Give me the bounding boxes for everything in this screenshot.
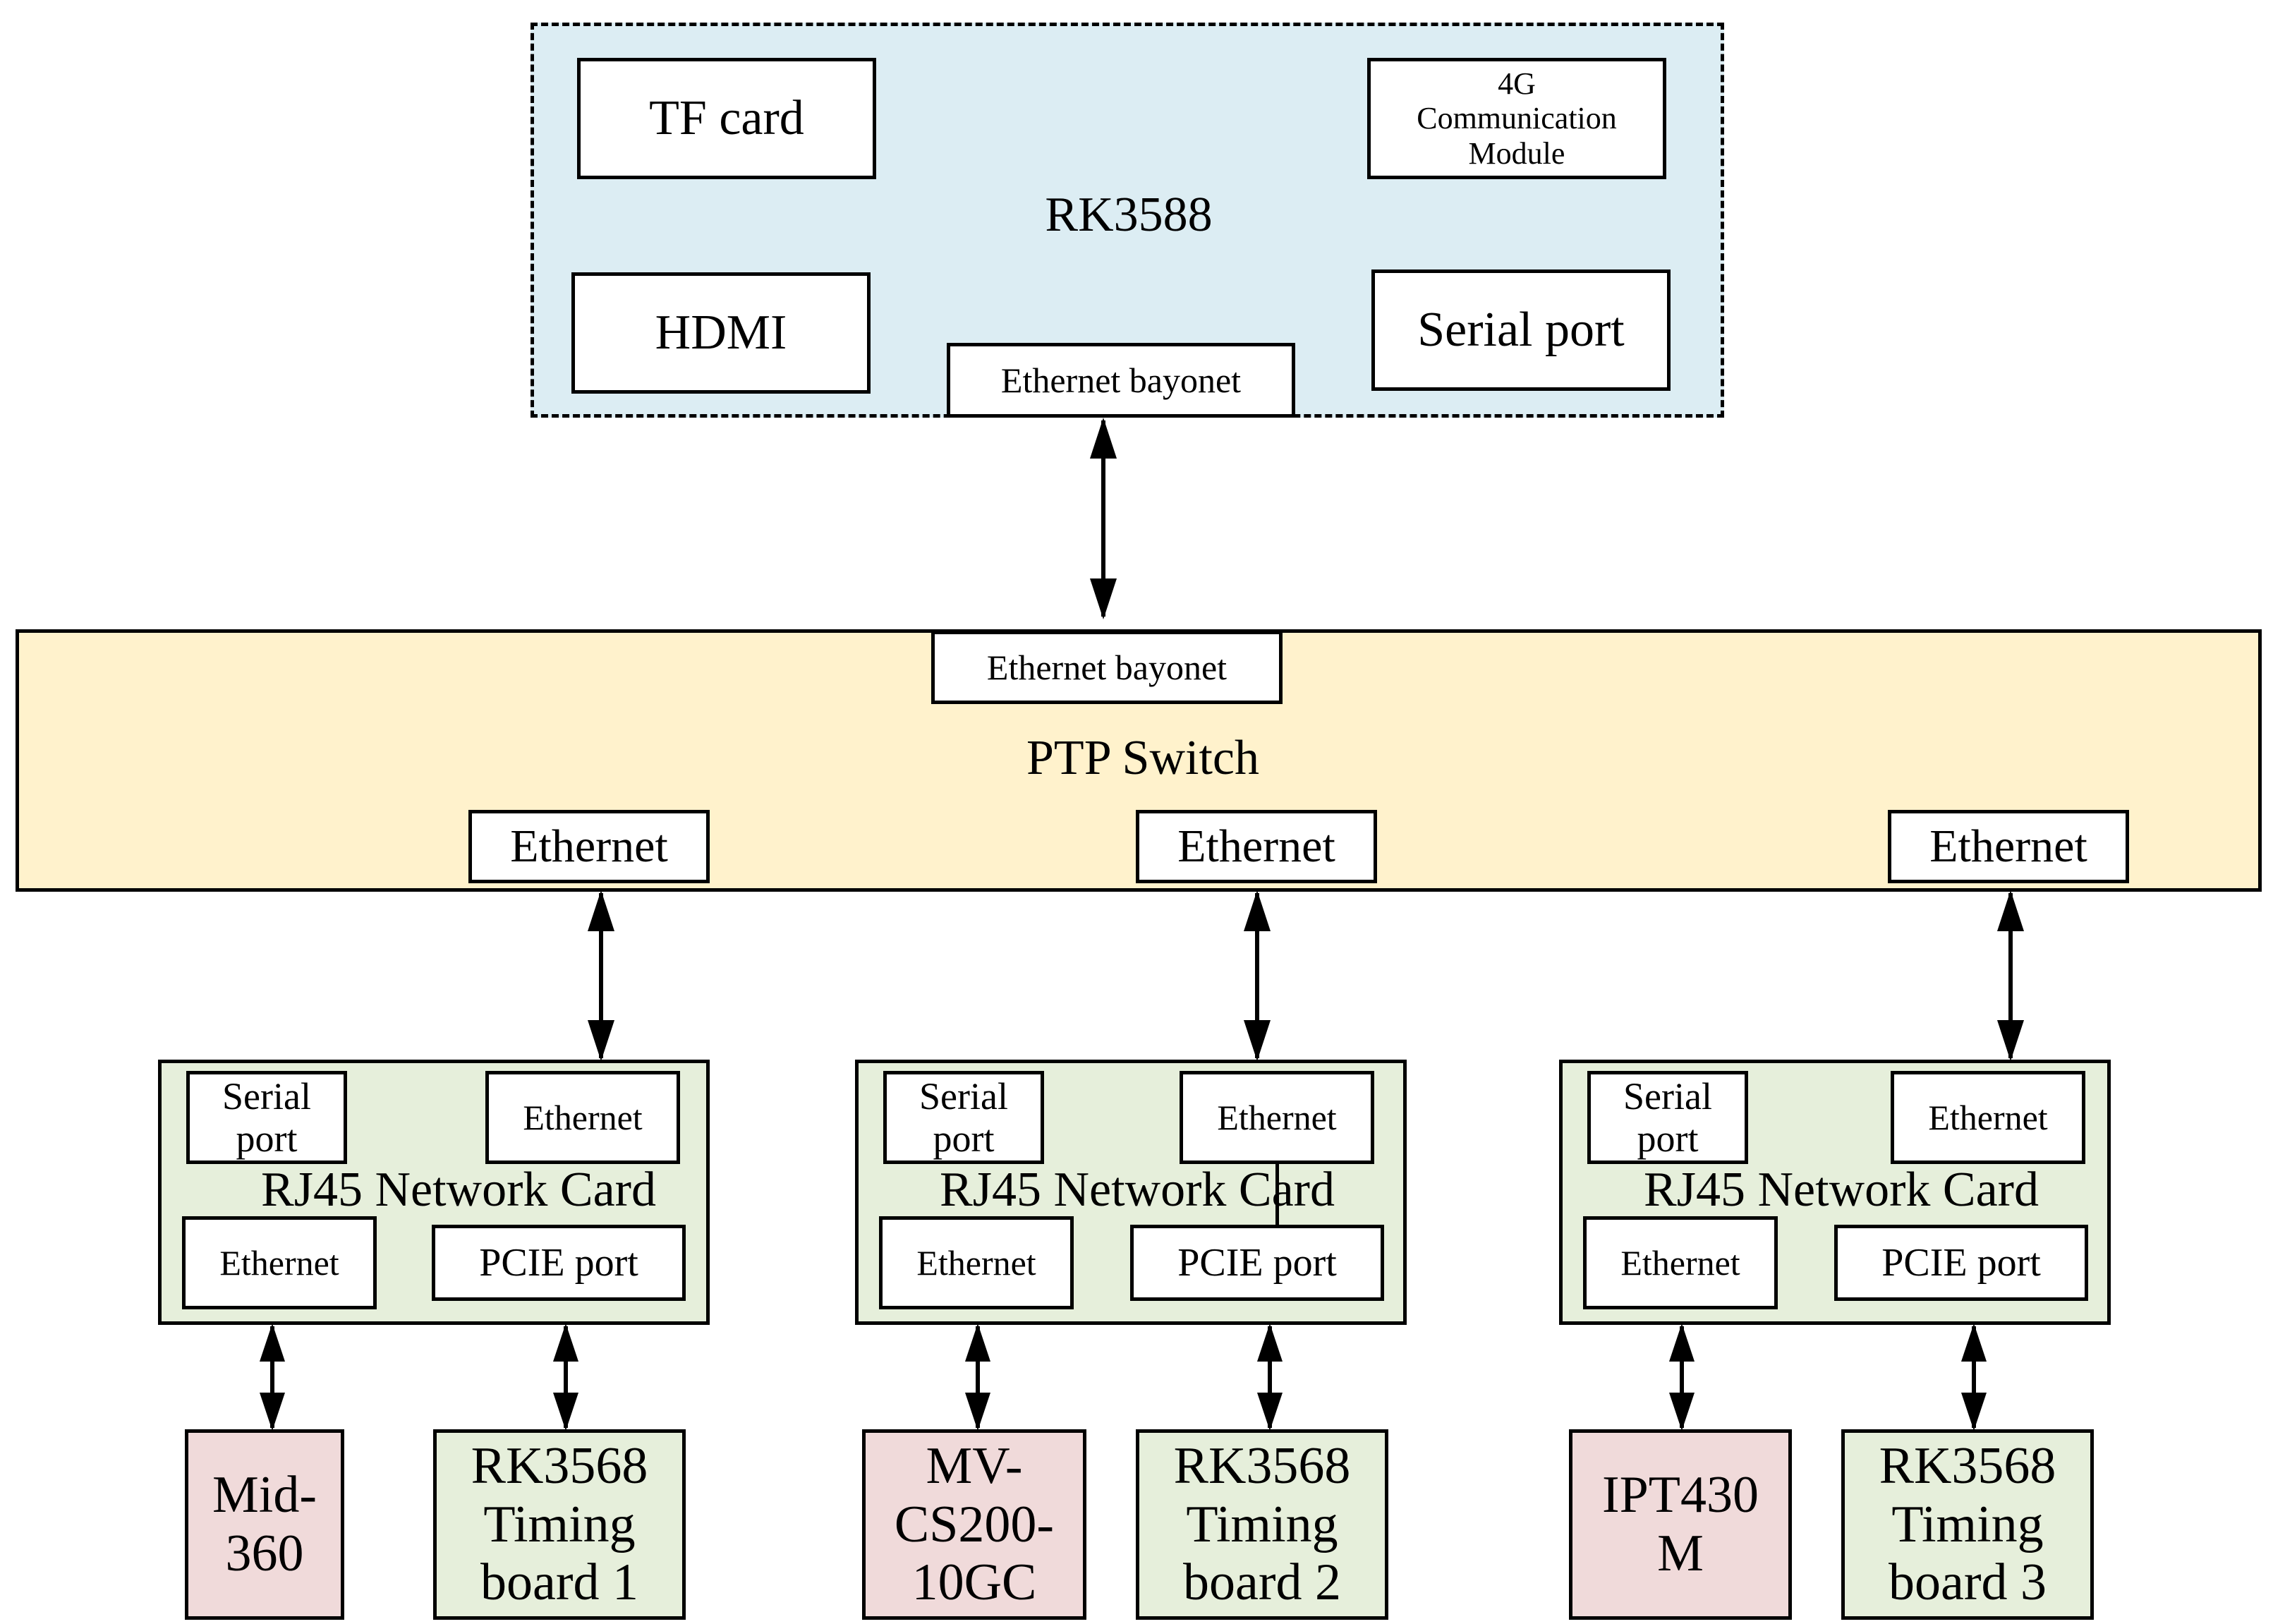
connector-card3-timing	[1961, 1323, 1987, 1431]
ptp-switch-title: PTP Switch	[1026, 731, 1259, 785]
sensor-mv-cs200: MV- CS200- 10GC	[862, 1429, 1086, 1620]
connector-switch-card3	[1997, 890, 2024, 1061]
card3-ethernet-bottom: Ethernet	[1583, 1216, 1778, 1309]
card2-internal-line	[1275, 1163, 1279, 1226]
connector-card1-sensor	[260, 1323, 285, 1431]
sensor-mid-360: Mid- 360	[185, 1429, 344, 1620]
switch-ethernet-port-3: Ethernet	[1888, 810, 2129, 883]
card1-ethernet-top: Ethernet	[485, 1071, 680, 1164]
card2-ethernet-top: Ethernet	[1180, 1071, 1374, 1164]
comm-module-box: 4G Communication Module	[1367, 58, 1666, 179]
sensor-ipt430m: IPT430 M	[1569, 1429, 1792, 1620]
switch-ethernet-port-2: Ethernet	[1136, 810, 1377, 883]
connector-switch-card2	[1244, 890, 1271, 1061]
switch-ethernet-port-1: Ethernet	[468, 810, 710, 883]
card3-pcie-port: PCIE port	[1834, 1225, 2088, 1301]
timing-board-3: RK3568 Timing board 3	[1841, 1429, 2094, 1620]
card3-serial-port: Serial port	[1587, 1071, 1748, 1164]
card3-ethernet-top: Ethernet	[1891, 1071, 2085, 1164]
connector-switch-card1	[588, 890, 614, 1061]
card2-title: RJ45 Network Card	[940, 1163, 1335, 1217]
timing-board-2: RK3568 Timing board 2	[1136, 1429, 1388, 1620]
connector-card2-sensor	[965, 1323, 990, 1431]
connector-card2-timing	[1257, 1323, 1283, 1431]
card1-pcie-port: PCIE port	[432, 1225, 686, 1301]
tf-card-box: TF card	[577, 58, 876, 179]
card1-title: RJ45 Network Card	[261, 1163, 656, 1217]
connector-card1-timing	[553, 1323, 578, 1431]
card2-ethernet-bottom: Ethernet	[879, 1216, 1074, 1309]
switch-ethernet-bayonet: Ethernet bayonet	[931, 631, 1283, 704]
card1-ethernet-bottom: Ethernet	[182, 1216, 377, 1309]
serial-port-box: Serial port	[1371, 269, 1671, 391]
card2-serial-port: Serial port	[883, 1071, 1044, 1164]
card1-serial-port: Serial port	[186, 1071, 347, 1164]
card3-title: RJ45 Network Card	[1644, 1163, 2039, 1217]
rk3588-ethernet-bayonet: Ethernet bayonet	[947, 343, 1295, 418]
card2-pcie-port: PCIE port	[1130, 1225, 1384, 1301]
timing-board-1: RK3568 Timing board 1	[433, 1429, 686, 1620]
rk3588-title: RK3588	[1045, 188, 1213, 242]
hdmi-box: HDMI	[571, 272, 871, 394]
connector-rk3588-switch	[1090, 418, 1117, 619]
connector-card3-sensor	[1669, 1323, 1695, 1431]
